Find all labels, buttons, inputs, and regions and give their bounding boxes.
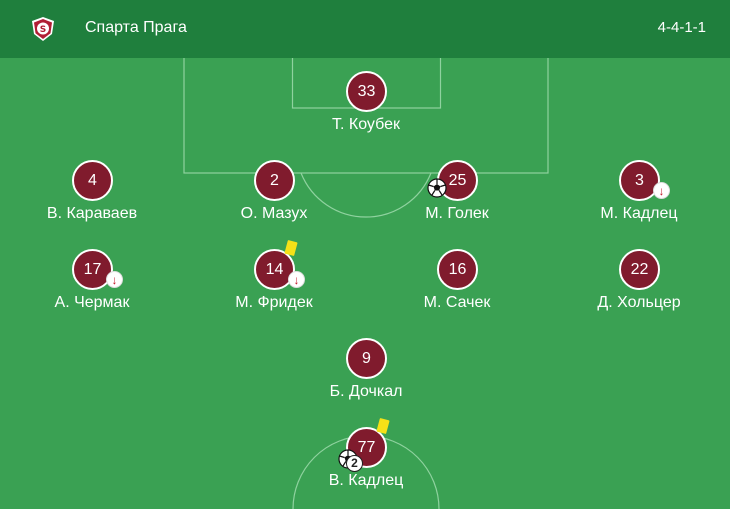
pitch: 33 Т. Коубек 4 В. Караваев 2 О. Мазух 25… xyxy=(0,58,730,509)
player-name: Т. Коубек xyxy=(332,116,400,133)
formation: 4-4-1-1 xyxy=(657,19,706,36)
player-name: М. Сачек xyxy=(423,294,491,311)
goal-count-badge: 2 xyxy=(346,455,363,472)
player-name: В. Кадлец xyxy=(328,472,404,489)
svg-text:S: S xyxy=(40,25,46,35)
substitution-arrow-icon: ↓ xyxy=(653,182,670,199)
substitution-arrow-icon: ↓ xyxy=(288,271,305,288)
team-name: Спарта Прага xyxy=(85,19,187,36)
player-name: В. Караваев xyxy=(46,205,138,222)
player-name: Б. Дочкал xyxy=(329,383,403,400)
player-number: 4 xyxy=(72,160,113,201)
team-header: S Спарта Прага 4-4-1-1 xyxy=(0,0,730,58)
player-number: 77 xyxy=(346,427,387,468)
player-number: 22 xyxy=(619,249,660,290)
player-number: 33 xyxy=(346,71,387,112)
player-number: 16 xyxy=(437,249,478,290)
player-number: 2 xyxy=(254,160,295,201)
player-name: М. Голек xyxy=(425,205,489,222)
player-name: О. Мазух xyxy=(240,205,308,222)
player-name: А. Чермак xyxy=(54,294,130,311)
player-name: М. Кадлец xyxy=(600,205,678,222)
sparta-crest-icon: S xyxy=(32,17,54,41)
player-name: М. Фридек xyxy=(235,294,313,311)
goal-ball-icon xyxy=(427,178,447,198)
player-name: Д. Хольцер xyxy=(597,294,681,311)
player-number: 9 xyxy=(346,338,387,379)
substitution-arrow-icon: ↓ xyxy=(106,271,123,288)
